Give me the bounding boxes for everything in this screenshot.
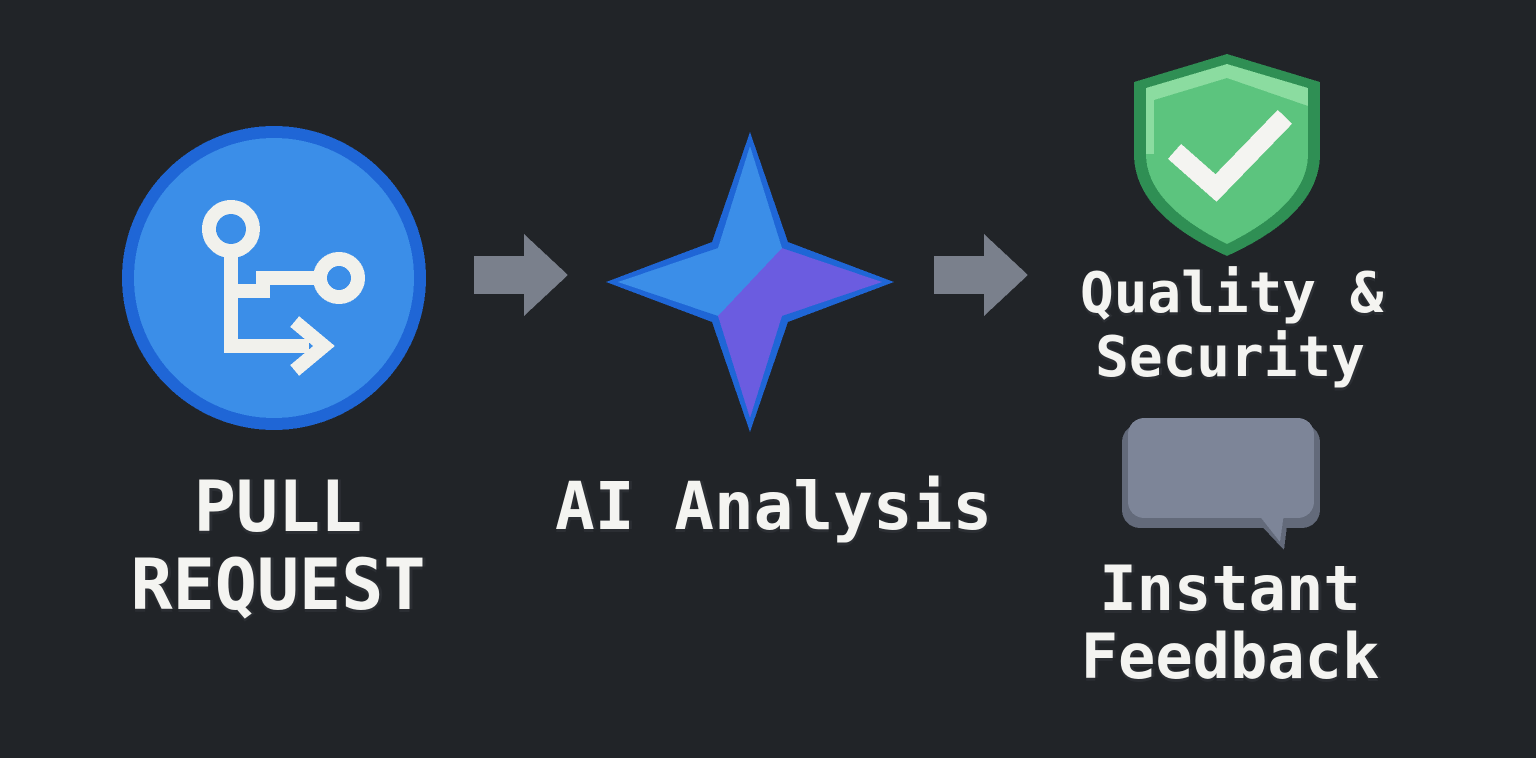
- quality-security-label: Quality & Security: [1080, 261, 1384, 390]
- sparkle-star-icon: [606, 132, 894, 432]
- quality-security-label-line-1: Quality &: [1080, 261, 1384, 326]
- instant-feedback-label-line-2: Feedback: [1080, 620, 1380, 693]
- ai-analysis-label: AI Analysis: [555, 468, 993, 545]
- arrow-right-icon: [934, 234, 1028, 316]
- pull-request-label-line-2: REQUEST: [130, 544, 426, 626]
- quality-security-label-line-2: Security: [1095, 325, 1365, 390]
- pull-request-label-line-1: PULL: [193, 466, 363, 548]
- git-pull-request-icon: [122, 126, 426, 430]
- instant-feedback-label-line-1: Instant: [1099, 552, 1361, 625]
- pull-request-label: PULL REQUEST: [118, 472, 438, 620]
- shield-check-icon: [1134, 54, 1320, 256]
- speech-bubble-icon: [1122, 418, 1320, 550]
- arrow-right-icon: [474, 234, 568, 316]
- instant-feedback-label: Instant Feedback: [1080, 558, 1380, 688]
